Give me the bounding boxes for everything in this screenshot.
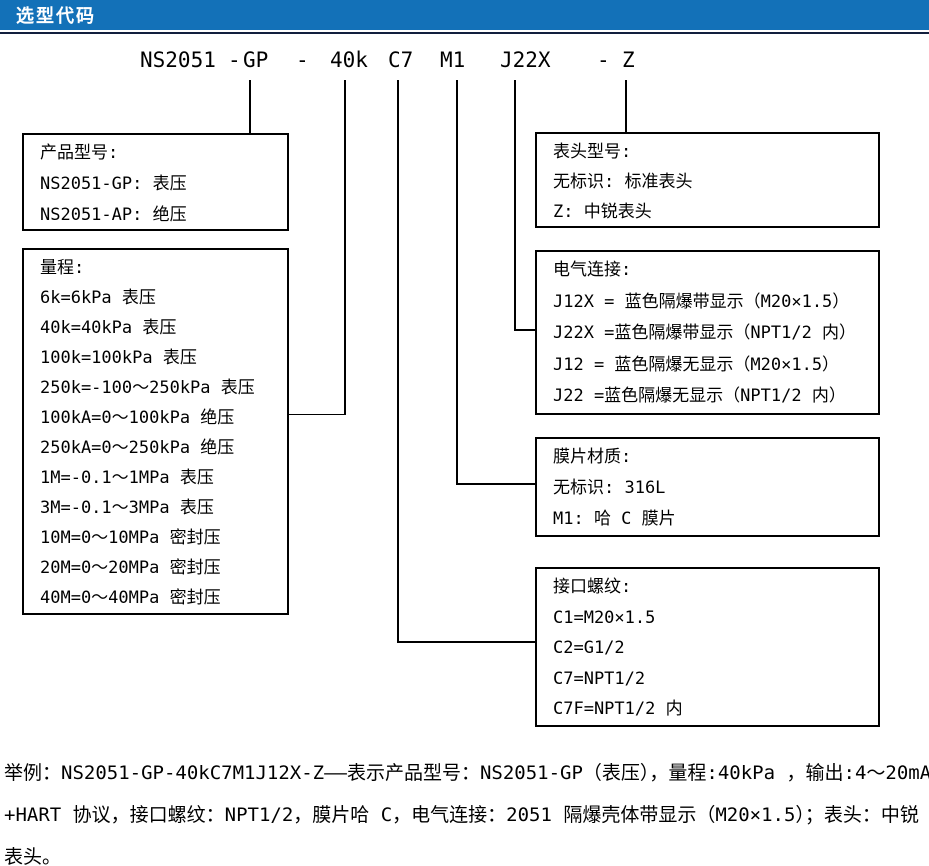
model-code-line: NS2051 - GP - 40k C7 M1 J22X - Z xyxy=(0,48,929,74)
box-display-head: 表头型号: 无标识: 标准表头 Z: 中锐表头 xyxy=(535,132,880,228)
box-line: C7=NPT1/2 xyxy=(553,668,646,689)
connector-range-vertical xyxy=(344,80,346,415)
example-line: 举例：NS2051-GP-40kC7M1J12X-Z——表示产品型号：NS205… xyxy=(4,762,929,784)
box-line: 250kA=0～250kPa 绝压 xyxy=(40,438,235,458)
box-line: 6k=6kPa 表压 xyxy=(40,288,156,308)
connector-electrical-horizontal xyxy=(514,329,535,331)
code-token-electrical: J22X xyxy=(500,48,551,72)
box-lines: 无标识: 316L M1: 哈 C 膜片 xyxy=(553,473,874,535)
box-line: J12 = 蓝色隔爆无显示（M20×1.5） xyxy=(553,354,840,375)
connector-range-horizontal xyxy=(289,413,345,415)
box-title: 接口螺纹: xyxy=(553,577,632,597)
code-token-model: NS2051 xyxy=(140,48,216,72)
example-paragraph: 举例：NS2051-GP-40kC7M1J12X-Z——表示产品型号：NS205… xyxy=(4,752,929,866)
box-line: NS2051-GP: 表压 xyxy=(40,174,187,194)
code-token-dash-1: - xyxy=(228,48,241,72)
code-token-thread: C7 xyxy=(388,48,414,72)
box-line: 无标识: 标准表头 xyxy=(553,172,693,192)
connector-thread-vertical xyxy=(397,80,399,642)
box-line: 100kA=0～100kPa 绝压 xyxy=(40,408,235,428)
connector-thread-horizontal xyxy=(397,641,535,643)
box-lines: J12X = 蓝色隔爆带显示（M20×1.5） J22X =蓝色隔爆带显示（NPT… xyxy=(553,287,874,413)
section-title: 选型代码 xyxy=(16,6,96,27)
code-token-head: Z xyxy=(622,48,635,72)
code-token-gp: GP xyxy=(243,48,269,72)
section-header-bar: 选型代码 xyxy=(0,0,929,30)
box-diaphragm-material: 膜片材质: 无标识: 316L M1: 哈 C 膜片 xyxy=(535,437,880,537)
box-line: C7F=NPT1/2 内 xyxy=(553,699,683,719)
box-line: 1M=-0.1～1MPa 表压 xyxy=(40,468,214,488)
box-line: Z: 中锐表头 xyxy=(553,202,652,222)
box-product-model: 产品型号: NS2051-GP: 表压 NS2051-AP: 绝压 xyxy=(22,133,289,231)
box-line: 250k=-100～250kPa 表压 xyxy=(40,378,255,398)
box-title: 电气连接: xyxy=(553,260,632,280)
box-electrical-connection: 电气连接: J12X = 蓝色隔爆带显示（M20×1.5） J22X =蓝色隔爆带… xyxy=(535,250,880,415)
box-lines: NS2051-GP: 表压 NS2051-AP: 绝压 xyxy=(40,169,283,231)
code-token-diaphragm: M1 xyxy=(440,48,466,72)
box-line: NS2051-AP: 绝压 xyxy=(40,205,187,225)
box-lines: 无标识: 标准表头 Z: 中锐表头 xyxy=(553,167,874,227)
box-title: 量程: xyxy=(40,258,85,278)
code-token-range: 40k xyxy=(330,48,368,72)
box-line: 20M=0～20MPa 密封压 xyxy=(40,558,221,578)
connector-diaphragm-horizontal xyxy=(456,483,535,485)
box-line: 40M=0～40MPa 密封压 xyxy=(40,588,221,608)
connector-gp-vertical xyxy=(249,80,251,133)
box-title: 产品型号: xyxy=(40,143,119,163)
example-line: 表头。 xyxy=(4,846,62,866)
box-line: 3M=-0.1～3MPa 表压 xyxy=(40,498,214,518)
connector-electrical-vertical xyxy=(514,80,516,330)
header-underline xyxy=(0,32,929,34)
box-line: J22X =蓝色隔爆带显示（NPT1/2 内） xyxy=(553,323,857,343)
box-title: 表头型号: xyxy=(553,142,632,162)
box-line: 10M=0～10MPa 密封压 xyxy=(40,528,221,548)
connector-diaphragm-vertical xyxy=(456,80,458,484)
box-lines: 6k=6kPa 表压 40k=40kPa 表压 100k=100kPa 表压 250k… xyxy=(40,283,283,613)
box-line: 40k=40kPa 表压 xyxy=(40,318,177,338)
box-line: 100k=100kPa 表压 xyxy=(40,348,197,368)
box-line: J12X = 蓝色隔爆带显示（M20×1.5） xyxy=(553,291,850,312)
box-line: 无标识: 316L xyxy=(553,478,666,498)
box-line: J22 =蓝色隔爆无显示（NPT1/2 内） xyxy=(553,386,846,406)
box-line: M1: 哈 C 膜片 xyxy=(553,509,676,529)
box-line: C1=M20×1.5 xyxy=(553,607,656,628)
connector-z-vertical xyxy=(625,80,627,132)
box-range: 量程: 6k=6kPa 表压 40k=40kPa 表压 100k=100kPa 表压… xyxy=(22,248,289,615)
box-title: 膜片材质: xyxy=(553,447,632,467)
code-token-dash-3: - xyxy=(597,48,610,72)
code-token-dash-2: - xyxy=(296,48,309,72)
example-line: +HART 协议，接口螺纹：NPT1/2，膜片哈 C，电气连接：2051 隔爆壳… xyxy=(4,804,919,826)
box-line: C2=G1/2 xyxy=(553,638,625,658)
